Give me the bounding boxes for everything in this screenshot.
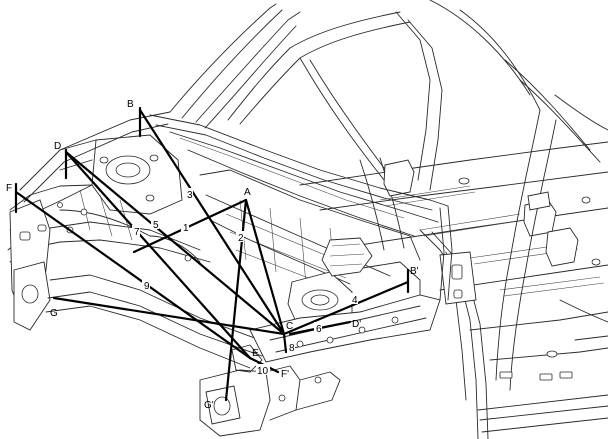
label-D: D <box>54 141 61 152</box>
dimension-lines <box>14 106 410 402</box>
dimension-label-10: 10 <box>257 366 269 377</box>
dimension-label-6: 6 <box>316 324 322 335</box>
dimension-line-5 <box>64 150 286 336</box>
dimension-label-8: 8 <box>289 343 295 354</box>
label-B: B <box>127 99 134 110</box>
label-B-prime: B' <box>410 266 419 277</box>
point-labels: A B B' C D D' E F F' G G' <box>6 99 419 411</box>
dimension-label-2: 2 <box>238 233 244 244</box>
dimension-label-5: 5 <box>153 220 159 231</box>
label-A: A <box>244 187 251 198</box>
vehicle-body-line-art <box>7 0 608 439</box>
label-F-prime: F' <box>281 369 289 380</box>
dimension-label-9: 9 <box>144 281 150 292</box>
dimension-line-1 <box>132 198 248 254</box>
label-G-prime: G' <box>204 400 214 411</box>
dimension-line-3 <box>138 108 286 336</box>
dimension-line-9 <box>52 296 286 336</box>
dimension-line-8 <box>282 332 288 354</box>
dimension-line-F-E <box>14 190 252 360</box>
label-F: F <box>6 183 12 194</box>
dimension-labels: 1 2 3 4 5 6 7 8 9 10 <box>132 188 358 377</box>
label-D-prime: D' <box>352 319 361 330</box>
dimension-label-3: 3 <box>187 190 193 201</box>
label-G: G <box>50 308 58 319</box>
dimension-line-A-C <box>244 198 286 336</box>
label-C: C <box>286 321 293 332</box>
dimension-label-7: 7 <box>134 227 140 238</box>
label-E: E <box>252 348 259 359</box>
dimension-label-4: 4 <box>352 295 358 306</box>
dimension-label-1: 1 <box>183 223 189 234</box>
dimension-line-4 <box>282 280 410 336</box>
